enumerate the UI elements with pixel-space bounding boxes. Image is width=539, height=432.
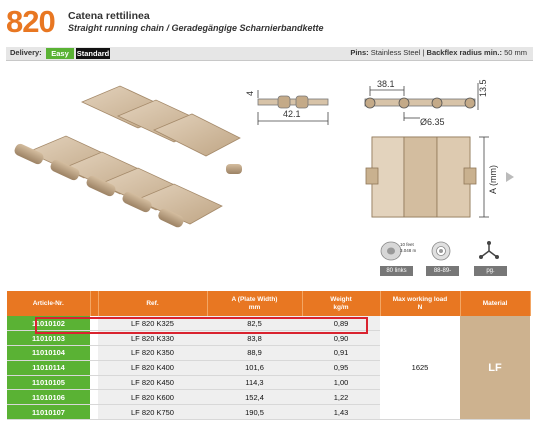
table-header-row: Article-Nr. Ref. A (Plate Width) mm Weig…: [7, 291, 531, 316]
accessories-icon: [474, 240, 504, 262]
table-row: 11010103 LF 820 K330 83,8 0,90: [7, 330, 530, 347]
article-cell: 11010103: [7, 330, 90, 347]
ref-cell: LF 820 K450: [98, 375, 207, 391]
weight-cell: 0,89: [302, 316, 380, 332]
accessories-caption: pg. 516>524: [474, 266, 507, 284]
delivery-label: Delivery:: [10, 48, 42, 57]
header-max-load: Max working load N: [380, 291, 461, 316]
header-weight-label: Weight: [330, 295, 352, 303]
info-icons: 10 feet 3.048 m 80 links 88-89-98/108 pg…: [380, 240, 520, 284]
header-article: Article-Nr.: [7, 291, 91, 316]
product-subtitle: Straight running chain / Geradegängige S…: [68, 23, 324, 33]
pins-backflex-specs: Pins: Stainless Steel | Backflex radius …: [350, 48, 527, 57]
weight-cell: 1,00: [302, 375, 380, 391]
pins-value: Stainless Steel: [370, 48, 421, 57]
max-load-cell: 1625: [380, 316, 460, 421]
side-profile-drawing: [257, 90, 329, 125]
article-cell: 11010114: [7, 360, 90, 376]
box-length-label: 10 feet 3.048 m: [400, 242, 417, 253]
ref-cell: LF 820 K325: [98, 316, 207, 332]
sprocket-icon: [426, 240, 456, 262]
dim-thickness: 4: [245, 91, 255, 96]
plate-width-cell: 114,3: [207, 375, 302, 391]
header-plate-width: A (Plate Width) mm: [207, 291, 303, 316]
box-icon: [380, 240, 410, 262]
header-max-load-label: Max working load: [392, 295, 448, 303]
table-row: 11010104 LF 820 K350 88,9 0,91: [7, 345, 530, 361]
article-cell: 11010107: [7, 404, 90, 421]
article-cell: 11010102: [7, 316, 90, 332]
table-row: 11010107 LF 820 K750 190,5 1,43: [7, 404, 530, 421]
article-cell: 11010104: [7, 345, 90, 361]
dim-pin-diameter: Ø6.35: [420, 117, 445, 127]
dim-pitch: 38.1: [377, 79, 395, 89]
header-weight-unit: kg/m: [333, 303, 349, 311]
chain-3d-image: [14, 85, 242, 228]
dim-height: 13.5: [478, 79, 488, 97]
spec-table: Article-Nr. Ref. A (Plate Width) mm Weig…: [7, 291, 531, 421]
header-max-load-unit: N: [417, 303, 423, 311]
plate-width-cell: 190,5: [207, 404, 302, 421]
table-row: 11010114 LF 820 K400 101,6 0,95: [7, 360, 530, 376]
backflex-label: Backflex radius min.:: [426, 48, 502, 57]
header-weight: Weight kg/m: [302, 291, 381, 316]
info-bar: Delivery: Easy Standard Pins: Stainless …: [6, 47, 533, 61]
technical-drawings: 4 42.1 38.1 13.5 Ø6.35 A (mm): [245, 79, 514, 218]
plate-width-cell: 82,5: [207, 316, 302, 332]
weight-cell: 0,91: [302, 345, 380, 361]
sprocket-caption: 88-89-98/108: [426, 266, 459, 284]
ref-cell: LF 820 K400: [98, 360, 207, 376]
chain-hinges: [14, 143, 242, 228]
material-cell: LF: [460, 316, 530, 421]
weight-cell: 0,95: [302, 360, 380, 376]
table-row: 11010102 LF 820 K325 82,5 0,89 1625 LF: [7, 316, 530, 421]
selected-row-highlight: [35, 317, 368, 334]
backflex-value: 50 mm: [504, 48, 527, 57]
plate-width-cell: 88,9: [207, 345, 302, 361]
dim-plate-width: A (mm): [488, 165, 498, 194]
weight-cell: 1,43: [302, 404, 380, 421]
weight-cell: 1,22: [302, 389, 380, 406]
delivery-badge-easy: Easy: [46, 48, 74, 59]
article-cell: 11010105: [7, 375, 90, 391]
header-plate-width-unit: mm: [248, 303, 261, 311]
chain-plates-bottom: [27, 135, 223, 225]
ref-cell: LF 820 K600: [98, 389, 207, 406]
table-row: 11010105 LF 820 K450 114,3 1,00: [7, 375, 530, 391]
plate-width-cell: 152,4: [207, 389, 302, 406]
plate-width-cell: 83,8: [207, 330, 302, 347]
header-spacer: [90, 291, 99, 316]
ref-cell: LF 820 K750: [98, 404, 207, 421]
delivery-badge-standard: Standard: [76, 48, 110, 59]
front-profile-drawing: [364, 83, 479, 121]
ref-cell: LF 820 K350: [98, 345, 207, 361]
dim-width: 42.1: [283, 109, 301, 119]
chain-plates-top: [81, 85, 241, 157]
weight-cell: 0,90: [302, 330, 380, 347]
header: 820 Catena rettilinea Straight running c…: [6, 4, 533, 44]
header-ref: Ref.: [98, 291, 208, 316]
header-material: Material: [460, 291, 531, 316]
article-cell: 11010106: [7, 389, 90, 406]
pins-label: Pins:: [350, 48, 369, 57]
box-caption: 80 links: [380, 266, 413, 276]
table-row: 11010106 LF 820 K600 152,4 1,22: [7, 389, 530, 406]
ref-cell: LF 820 K330: [98, 330, 207, 347]
model-number: 820: [6, 4, 56, 39]
product-title: Catena rettilinea: [68, 10, 150, 22]
plate-width-cell: 101,6: [207, 360, 302, 376]
top-view-drawing: [365, 136, 514, 218]
header-plate-width-label: A (Plate Width): [231, 295, 278, 303]
